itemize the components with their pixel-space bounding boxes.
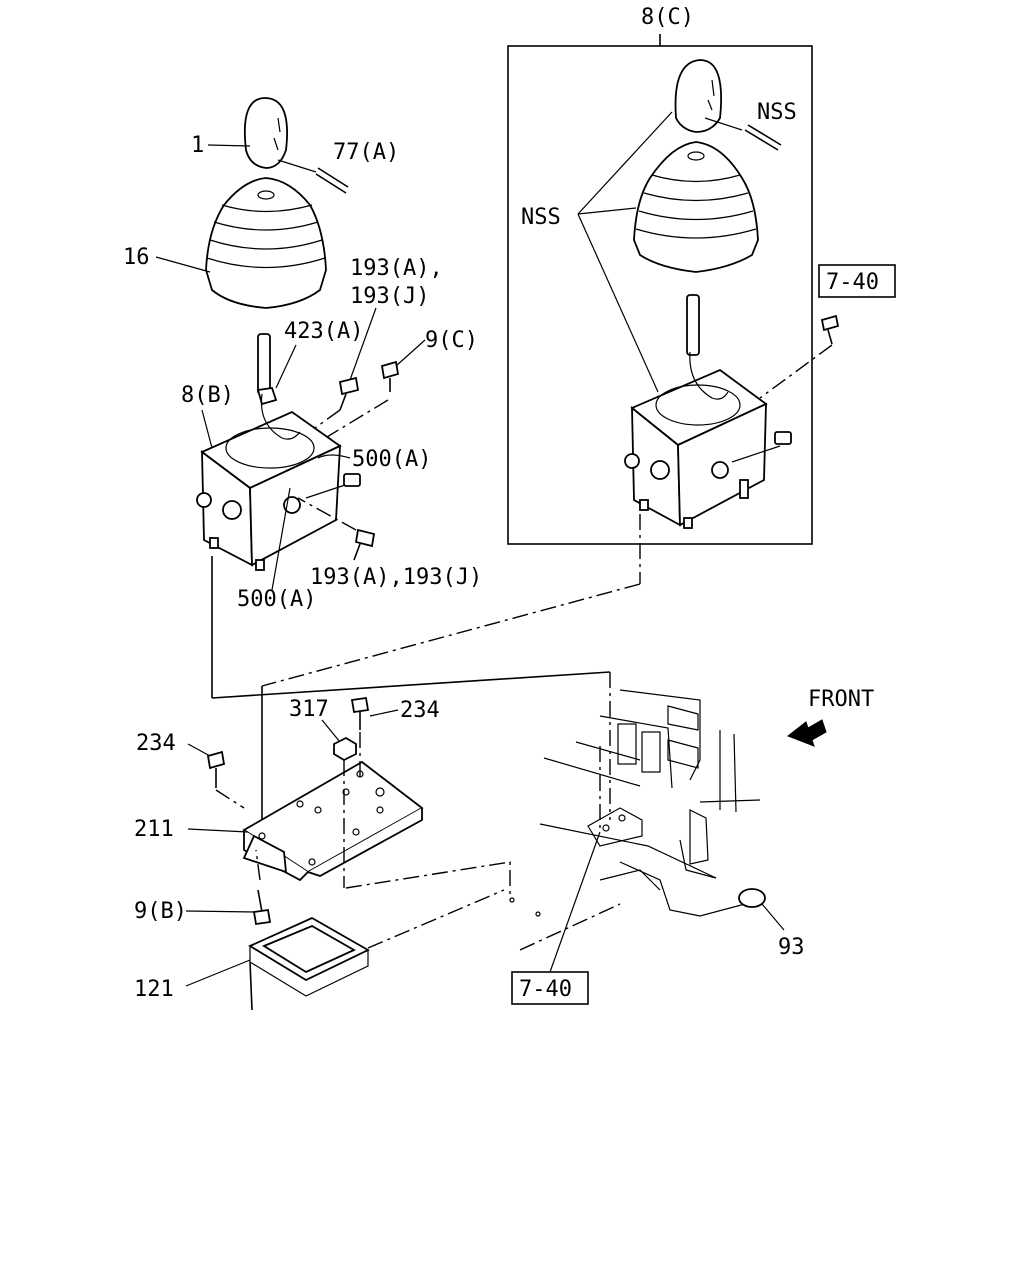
label-screw-193-top-j: 193(J): [350, 284, 429, 309]
knob-c: [674, 59, 722, 133]
nut-317: [333, 736, 357, 888]
label-assembly-c: 8(C): [641, 5, 694, 30]
cap-93: [738, 888, 785, 931]
boot-16: [205, 177, 327, 309]
assembly-c-frame: [507, 34, 813, 545]
screw-7-40: [759, 314, 840, 399]
label-ref-bottom: 7-40: [519, 977, 572, 1002]
label-screw-193-top-a: 193(A),: [350, 256, 443, 281]
connection-lines: [211, 514, 641, 840]
label-screw-193-bottom: 193(A),193(J): [310, 565, 482, 590]
knob-1: [243, 97, 288, 169]
label-nut: 317: [289, 697, 329, 722]
machine-frame: [509, 689, 761, 951]
label-boot: 16: [123, 245, 150, 270]
label-bolt-234-right: 234: [400, 698, 440, 723]
mount-plate: [242, 760, 424, 882]
valve-c: [624, 294, 792, 529]
ref-box-top: [818, 264, 896, 298]
pin-77a: [277, 159, 349, 194]
label-plate: 211: [134, 817, 174, 842]
guide-line: [345, 861, 511, 900]
label-seal-500-right: 500(A): [352, 447, 431, 472]
valve-b: [196, 333, 361, 571]
label-part-423: 423(A): [284, 319, 363, 344]
front-arrow-icon: [786, 719, 827, 747]
label-front: FRONT: [808, 687, 874, 712]
ref-bottom-leader: [549, 831, 601, 973]
label-nss-pin: NSS: [757, 100, 797, 125]
boot-c: [633, 141, 759, 273]
label-nss-group: NSS: [521, 205, 561, 230]
label-bolt-9c: 9(C): [425, 328, 478, 353]
label-pin: 77(A): [333, 140, 399, 165]
label-bolt-9b: 9(B): [134, 899, 187, 924]
label-assembly-b: 8(B): [181, 383, 234, 408]
label-gasket: 121: [134, 977, 174, 1002]
bolt-234-left: [206, 750, 245, 809]
nss-pin: [704, 117, 782, 151]
bolt-234-right: [350, 696, 370, 780]
ref-box-bottom: [511, 971, 589, 1005]
label-cap: 93: [778, 935, 805, 960]
label-ref-top: 7-40: [826, 270, 879, 295]
screw-193-bottom: [297, 497, 376, 561]
bolt-9c: [321, 360, 400, 441]
label-bolt-234-left: 234: [136, 731, 176, 756]
label-seal-500-bottom: 500(A): [237, 587, 316, 612]
label-knob: 1: [191, 133, 204, 158]
guide-line-lower: [367, 889, 505, 949]
nss-leaders: [577, 111, 673, 393]
gasket-121: [248, 916, 370, 1011]
bolt-9b: [252, 849, 272, 926]
